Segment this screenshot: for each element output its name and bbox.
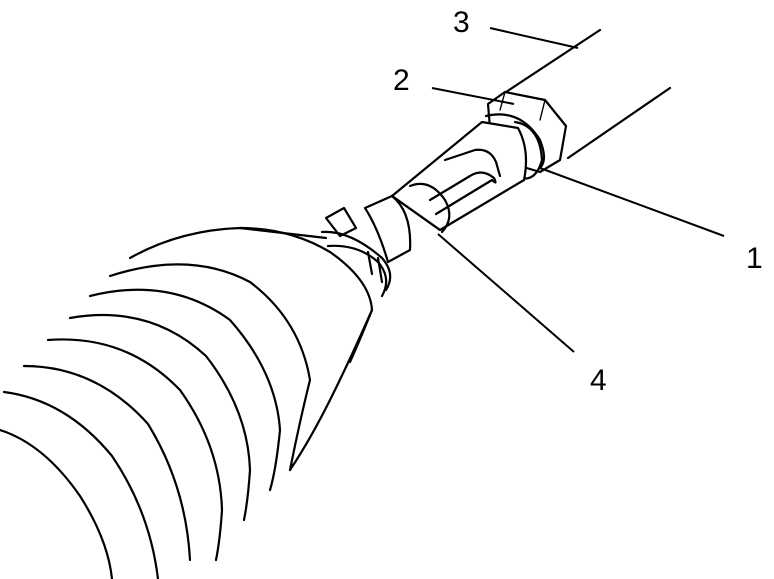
callout-label-2: 2 <box>393 64 410 97</box>
callout-label-1: 1 <box>746 242 763 275</box>
leader-line-4 <box>437 233 575 353</box>
nut <box>484 90 568 174</box>
leader-line-2 <box>431 87 515 105</box>
hose-clamp <box>320 206 392 298</box>
leader-line-1 <box>539 167 725 237</box>
callout-label-3: 3 <box>453 6 470 39</box>
hose-connector <box>363 120 528 264</box>
callout-label-4: 4 <box>590 364 607 397</box>
leader-line-3 <box>489 27 579 49</box>
corrugated-hose <box>0 226 374 579</box>
pipe <box>498 28 672 160</box>
seal-ring <box>513 120 544 180</box>
